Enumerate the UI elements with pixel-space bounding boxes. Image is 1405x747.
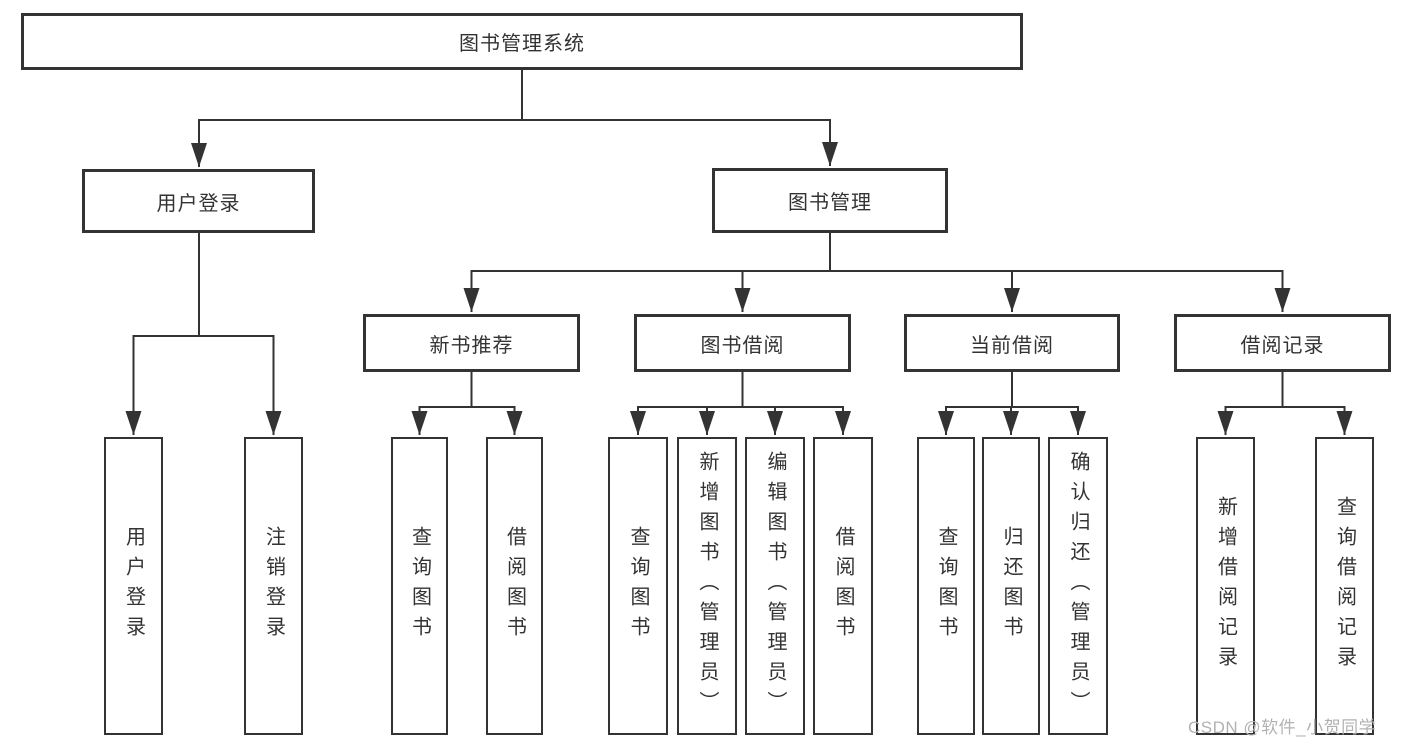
node-label: 新书推荐 bbox=[429, 334, 514, 357]
node-book-management: 图书管理 bbox=[712, 168, 948, 233]
leaf-label: 查询借阅记录 bbox=[1333, 496, 1356, 676]
leaf-query-books-recommend: 查询图书 bbox=[391, 437, 448, 735]
leaf-label: 注销登录 bbox=[262, 526, 285, 646]
csdn-watermark: CSDN @软件_小贺同学 bbox=[1188, 718, 1377, 737]
leaf-label: 新增借阅记录 bbox=[1214, 496, 1237, 676]
node-borrow-records: 借阅记录 bbox=[1174, 314, 1391, 372]
node-new-book-recommend: 新书推荐 bbox=[363, 314, 580, 372]
leaf-query-borrow-record: 查询借阅记录 bbox=[1315, 437, 1374, 735]
node-label: 借阅记录 bbox=[1240, 334, 1325, 357]
leaf-user-login: 用户登录 bbox=[104, 437, 163, 735]
leaf-return-books: 归还图书 bbox=[982, 437, 1040, 735]
leaf-query-books-current: 查询图书 bbox=[917, 437, 975, 735]
node-label: 用户登录 bbox=[156, 192, 241, 215]
node-root-library-system: 图书管理系统 bbox=[21, 13, 1023, 70]
leaf-add-book-admin: 新增图书（管理员） bbox=[677, 437, 737, 735]
node-label: 图书管理 bbox=[788, 192, 872, 214]
node-label: 当前借阅 bbox=[970, 334, 1054, 357]
leaf-logout-login: 注销登录 bbox=[244, 437, 303, 735]
leaf-label: 借阅图书 bbox=[832, 526, 854, 646]
leaf-label: 查询图书 bbox=[627, 526, 649, 646]
leaf-label: 新增图书（管理员） bbox=[696, 451, 718, 721]
leaf-query-books-borrowing: 查询图书 bbox=[608, 437, 668, 735]
leaf-label: 查询图书 bbox=[408, 526, 431, 646]
leaf-confirm-return-admin: 确认归还（管理员） bbox=[1048, 437, 1108, 735]
node-label: 图书借阅 bbox=[700, 334, 785, 357]
node-user-login: 用户登录 bbox=[82, 169, 315, 233]
node-book-borrowing: 图书借阅 bbox=[634, 314, 851, 372]
leaf-borrow-books: 借阅图书 bbox=[813, 437, 873, 735]
leaf-edit-book-admin: 编辑图书（管理员） bbox=[745, 437, 805, 735]
leaf-borrow-books-recommend: 借阅图书 bbox=[486, 437, 543, 735]
leaf-label: 查询图书 bbox=[935, 526, 957, 646]
node-label: 图书管理系统 bbox=[459, 33, 585, 55]
leaf-add-borrow-record: 新增借阅记录 bbox=[1196, 437, 1255, 735]
leaf-label: 归还图书 bbox=[1000, 526, 1022, 646]
leaf-label: 用户登录 bbox=[122, 526, 145, 646]
leaf-label: 确认归还（管理员） bbox=[1067, 451, 1089, 721]
node-current-borrowing: 当前借阅 bbox=[904, 314, 1120, 372]
leaf-label: 借阅图书 bbox=[503, 526, 526, 646]
leaf-label: 编辑图书（管理员） bbox=[764, 451, 786, 721]
